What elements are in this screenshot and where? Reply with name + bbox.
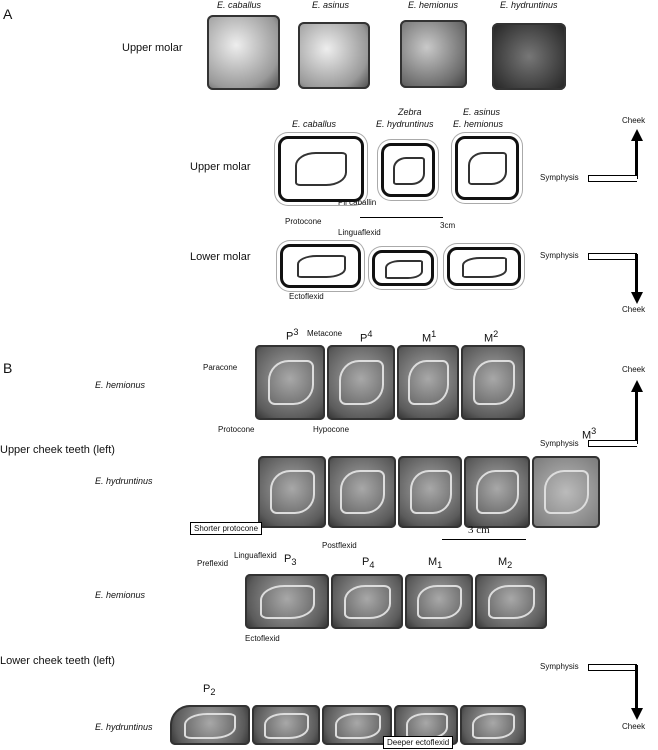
upper-teeth-hydruntinus: [258, 456, 601, 528]
arrowhead-up-icon: [631, 380, 643, 392]
drawing-lower-zebra: [372, 250, 434, 286]
drawing-lower-caballus: [280, 244, 361, 288]
arrow-up-icon: [635, 139, 638, 179]
drawing-label: E. asinus: [463, 107, 501, 117]
annotation-shorter-protocone: Shorter protocone: [190, 522, 263, 535]
lower-teeth-hydruntinus: [170, 705, 527, 745]
tooth-label-m1: M1: [422, 329, 437, 345]
annotation-paracone: Paracone: [203, 363, 238, 372]
annotation-ectoflexid: Ectoflexid: [289, 292, 324, 301]
orientation-symphysis: Symphysis: [540, 662, 579, 671]
tooth-photo-hemionus: [400, 20, 467, 88]
drawing-label: E. caballus: [292, 119, 337, 129]
species-label: E. hydruntinus: [95, 476, 153, 486]
arrowhead-down-icon: [631, 292, 643, 304]
annotation-linguaflexid: Linguaflexid: [234, 551, 277, 560]
species-label: E. asinus: [312, 0, 350, 10]
arrowhead-up-icon: [631, 129, 643, 141]
tooth-label-m3: M3: [582, 426, 597, 442]
annotation-postflexid: Postflexid: [322, 541, 357, 550]
tooth-label-p4-lower: P4: [362, 556, 375, 571]
orientation-symphysis: Symphysis: [540, 439, 579, 448]
annotation-ectoflexid: Ectoflexid: [245, 634, 280, 643]
arrow-down-icon: [635, 254, 638, 294]
arrowhead-down-icon: [631, 708, 643, 720]
species-label: E. hemionus: [95, 590, 146, 600]
upper-cheek-teeth-title: Upper cheek teeth (left): [0, 444, 115, 456]
annotation-hypocone: Hypocone: [313, 425, 350, 434]
orientation-cheek: Cheek: [622, 116, 646, 125]
drawing-label: E. hydruntinus: [376, 119, 434, 129]
drawing-lower-asinus: [447, 247, 521, 286]
lower-cheek-teeth-title: Lower cheek teeth (left): [0, 655, 115, 667]
tooth-label-p4: P4: [360, 329, 373, 345]
drawing-upper-asinus: [455, 136, 519, 200]
annotation-protocone: Protocone: [285, 217, 322, 226]
upper-teeth-hemionus: [255, 345, 527, 420]
row-label-upper-molar: Upper molar: [122, 42, 183, 54]
tooth-label-p3: P3: [286, 327, 299, 343]
row-label-lower-molar: Lower molar: [190, 251, 251, 263]
orientation-cheek: Cheek: [622, 722, 646, 731]
annotation-preflexid: Preflexid: [197, 559, 229, 568]
panel-label-a: A: [3, 6, 13, 22]
drawing-upper-zebra: [381, 143, 435, 197]
scale-label: 3cm: [440, 221, 456, 230]
arrow-left-icon: [588, 175, 637, 182]
scale-bar: [442, 539, 526, 540]
panel-label-b: B: [3, 360, 13, 376]
species-label: E. hydruntinus: [95, 722, 153, 732]
drawing-label: Zebra: [398, 107, 422, 117]
tooth-label-p2: P2: [203, 683, 216, 698]
tooth-label-m1-lower: M1: [428, 556, 443, 571]
annotation-pli-caballin: Pli caballin: [338, 198, 377, 207]
species-label: E. hemionus: [95, 380, 146, 390]
tooth-label-m2: M2: [484, 329, 499, 345]
row-label-upper-molar-drawing: Upper molar: [190, 161, 251, 173]
annotation-protocone: Protocone: [218, 425, 255, 434]
scale-label: 3 cm: [468, 524, 490, 536]
arrow-left-icon: [588, 253, 637, 260]
species-label: E. caballus: [217, 0, 262, 10]
annotation-deeper-ectoflexid: Deeper ectoflexid: [383, 736, 454, 749]
orientation-cheek: Cheek: [622, 365, 646, 374]
tooth-label-m2-lower: M2: [498, 556, 513, 571]
orientation-symphysis: Symphysis: [540, 251, 579, 260]
annotation-metacone: Metacone: [307, 329, 343, 338]
scale-bar: [360, 217, 443, 218]
orientation-cheek: Cheek: [622, 305, 646, 314]
arrow-down-icon: [635, 665, 638, 710]
tooth-photo-caballus: [207, 15, 280, 90]
species-label: E. hemionus: [408, 0, 459, 10]
orientation-symphysis: Symphysis: [540, 173, 579, 182]
tooth-label-p3-lower: P3: [284, 553, 297, 568]
tooth-photo-hydruntinus: [492, 23, 566, 90]
arrow-left-icon: [588, 664, 637, 671]
annotation-linguaflexid: Linguaflexid: [338, 228, 381, 237]
arrow-up-icon: [635, 390, 638, 444]
arrow-left-icon: [588, 440, 637, 447]
species-label: E. hydruntinus: [500, 0, 558, 10]
lower-teeth-hemionus: [245, 574, 548, 629]
tooth-photo-asinus: [298, 22, 370, 89]
drawing-upper-caballus: [278, 136, 364, 202]
drawing-label: E. hemionus: [453, 119, 504, 129]
